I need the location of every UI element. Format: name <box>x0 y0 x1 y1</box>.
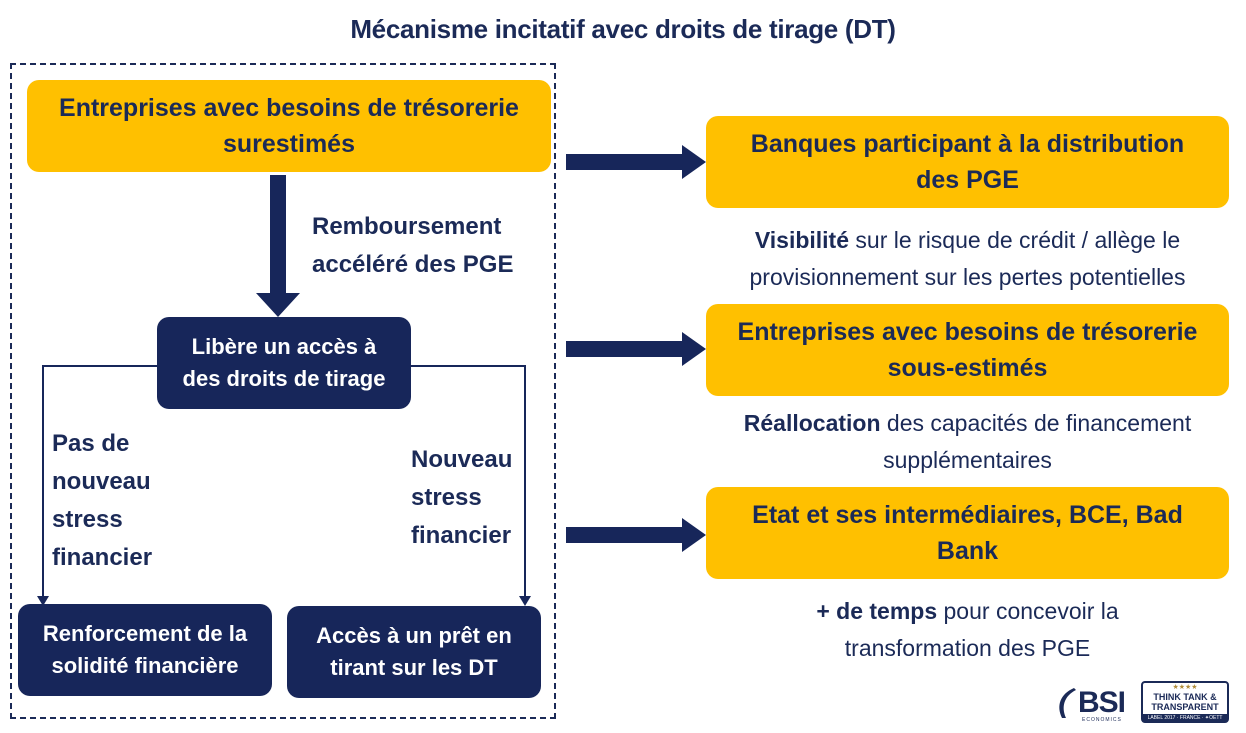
visibility-note-bold: Visibilité <box>754 227 850 253</box>
state-intermediaries-line1: Etat et ses intermédiaires, BCE, Bad <box>752 501 1183 529</box>
financial-strength-box: Renforcement de la solidité financière <box>18 604 272 696</box>
more-time-note-rest: pour concevoir la <box>937 598 1119 624</box>
right-arrow-3-shaft <box>566 527 684 543</box>
banks-box: Banques participant à la distribution de… <box>706 116 1229 208</box>
no-new-stress-line1: Pas de <box>52 430 130 457</box>
reallocation-note-bold: Réallocation <box>743 410 881 436</box>
banks-line2: des PGE <box>916 166 1019 194</box>
underestimated-firms-line1: Entreprises avec besoins de trésorerie <box>737 318 1198 346</box>
page-title: Mécanisme incitatif avec droits de tirag… <box>350 14 896 44</box>
overestimated-firms-line2: surestimés <box>222 130 355 158</box>
badge-line2: TRANSPARENT <box>1151 702 1219 712</box>
right-arrow-1-head <box>682 145 706 179</box>
no-new-stress-label: Pas de nouveau stress financier <box>52 425 152 577</box>
financial-strength-line2: solidité financière <box>51 653 239 678</box>
early-repayment-line2: accéléré des PGE <box>312 251 514 278</box>
banks-line1: Banques participant à la distribution <box>750 130 1185 158</box>
right-arrow-2-shaft <box>566 341 684 357</box>
loan-access-box: Accès à un prêt en tirant sur les DT <box>287 606 541 698</box>
right-branch-line <box>411 365 526 598</box>
reallocation-note: Réallocation des capacités de financemen… <box>700 405 1235 479</box>
new-stress-label: Nouveau stress financier <box>411 441 512 555</box>
badge-label: LABEL 2017 · FRANCE · ✦OETT <box>1143 714 1227 722</box>
left-panel-dashed-frame <box>10 63 556 719</box>
down-arrow-shaft <box>270 175 286 295</box>
visibility-note: Visibilité sur le risque de crédit / all… <box>700 222 1235 296</box>
early-repayment-line1: Remboursement <box>312 213 502 240</box>
visibility-note-rest: sur le risque de crédit / allège le <box>849 227 1181 253</box>
no-new-stress-line3: stress <box>52 506 123 533</box>
new-stress-line1: Nouveau <box>411 446 513 473</box>
overestimated-firms-box: Entreprises avec besoins de trésorerie s… <box>27 80 551 172</box>
badge-line1: THINK TANK & <box>1153 692 1217 702</box>
bsi-logo-text: BSI <box>1078 686 1126 719</box>
right-arrow-2-head <box>682 332 706 366</box>
financial-strength-line1: Renforcement de la <box>42 621 248 646</box>
bsi-economics-logo: BSI ECONOMICS <box>1052 684 1132 723</box>
loan-access-line2: tirant sur les DT <box>330 655 498 680</box>
underestimated-firms-box: Entreprises avec besoins de trésorerie s… <box>706 304 1229 396</box>
early-repayment-label: Remboursement accéléré des PGE <box>312 208 513 284</box>
no-new-stress-line4: financier <box>52 544 153 571</box>
loan-access-line1: Accès à un prêt en <box>316 623 512 648</box>
left-branch-line <box>42 365 158 598</box>
reallocation-note-rest: des capacités de financement <box>880 410 1192 436</box>
more-time-note-bold: + de temps <box>816 598 938 624</box>
down-arrow-head <box>256 293 300 317</box>
bsi-swoosh-icon <box>1059 688 1076 718</box>
drawing-rights-line1: Libère un accès à <box>191 334 377 359</box>
visibility-note-line2: provisionnement sur les pertes potentiel… <box>749 264 1186 290</box>
badge-stars-icon: ★★★★ <box>1172 684 1198 691</box>
think-tank-transparent-badge: ★★★★ THINK TANK & TRANSPARENT LABEL 2017… <box>1141 681 1229 723</box>
more-time-note: + de temps pour concevoir la transformat… <box>700 593 1235 667</box>
drawing-rights-line2: des droits de tirage <box>182 366 386 391</box>
no-new-stress-line2: nouveau <box>52 468 151 495</box>
left-branch-arrowhead <box>37 596 49 606</box>
right-branch-arrowhead <box>519 596 531 606</box>
drawing-rights-access-box: Libère un accès à des droits de tirage <box>157 317 411 409</box>
state-intermediaries-line2: Bank <box>936 537 999 565</box>
new-stress-line3: financier <box>411 522 512 549</box>
more-time-note-line2: transformation des PGE <box>844 635 1091 661</box>
reallocation-note-line2: supplémentaires <box>883 447 1052 473</box>
right-arrow-1-shaft <box>566 154 684 170</box>
new-stress-line2: stress <box>411 484 482 511</box>
right-arrow-3-head <box>682 518 706 552</box>
underestimated-firms-line2: sous-estimés <box>887 354 1048 382</box>
bsi-logo-subtext: ECONOMICS <box>1082 717 1122 723</box>
state-intermediaries-box: Etat et ses intermédiaires, BCE, Bad Ban… <box>706 487 1229 579</box>
overestimated-firms-line1: Entreprises avec besoins de trésorerie <box>59 94 519 122</box>
